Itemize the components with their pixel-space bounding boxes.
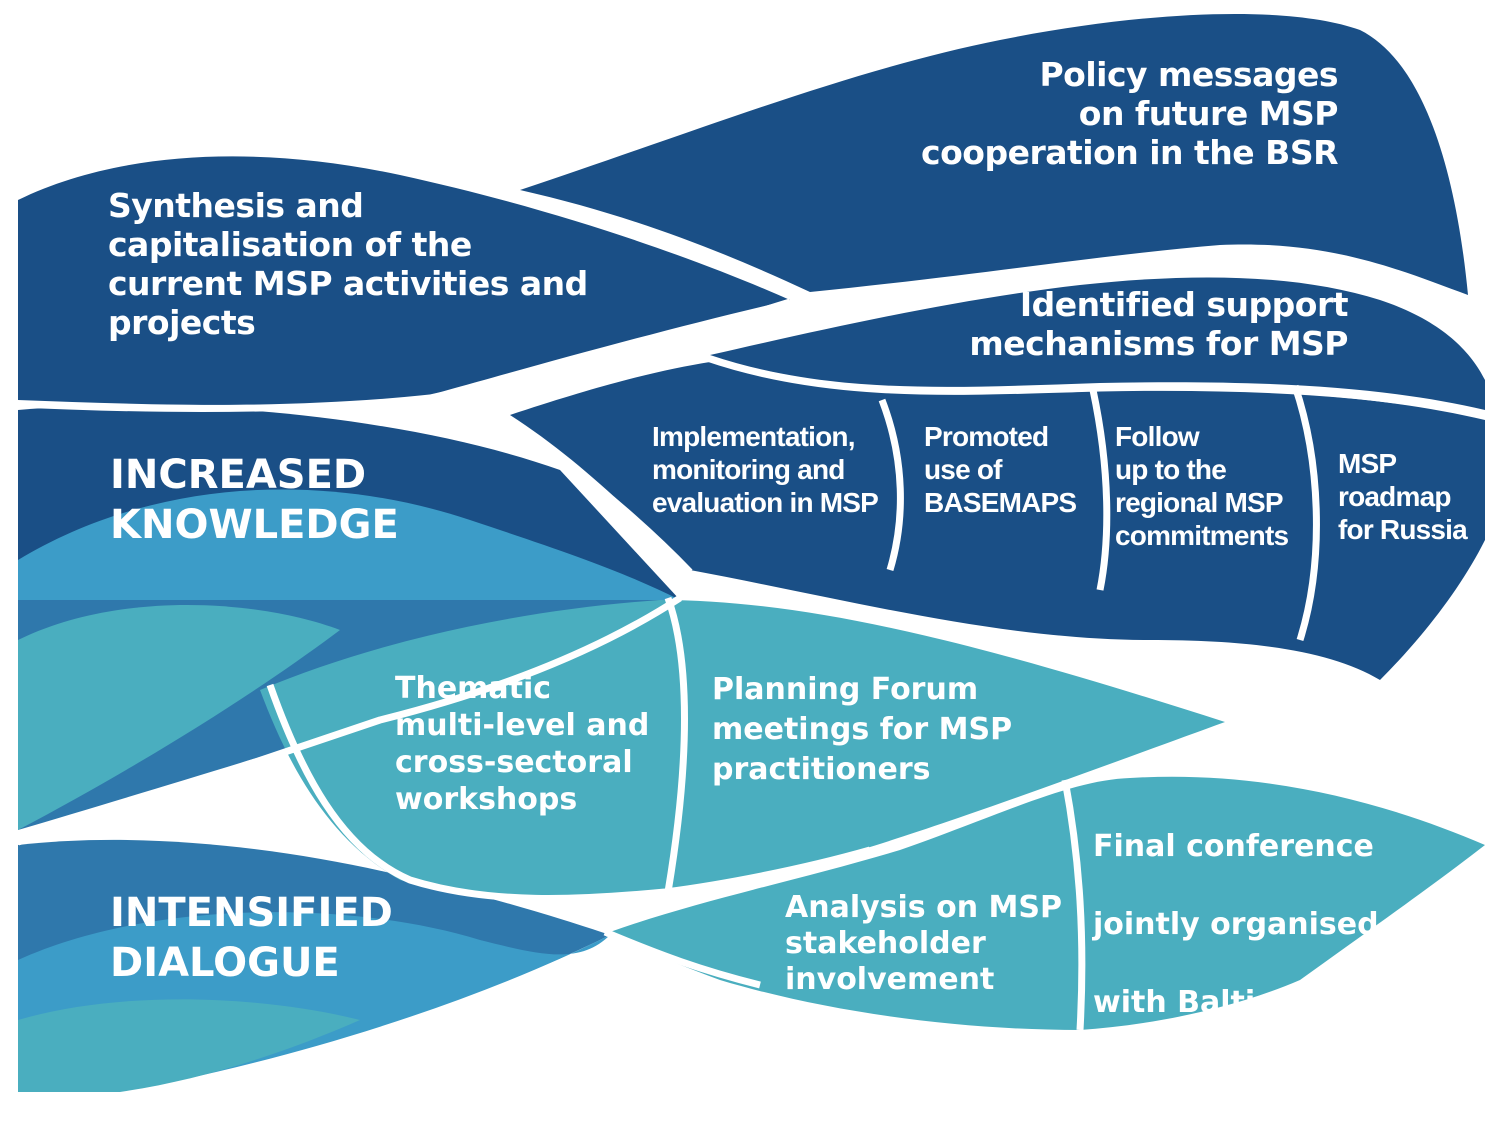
shape-knowledge-subitems — [510, 362, 1485, 680]
shape-synthesis — [18, 156, 790, 405]
label-support-mechanisms: Identified support mechanisms for MSP — [969, 285, 1348, 363]
label-roadmap-russia: MSP roadmap for Russia — [1338, 448, 1468, 545]
stripe-bottom-teal — [18, 999, 360, 1092]
final-conference-line1: Final conference — [1093, 829, 1374, 864]
shape-policy — [520, 13, 1468, 296]
shape-dialogue-lower — [610, 776, 1485, 1030]
label-planning-forum: Planning Forum meetings for MSP practiti… — [712, 672, 1013, 787]
msp-infographic: Synthesis and capitalisation of the curr… — [16, 13, 1485, 1092]
section-intensified-dialogue: INTENSIFIED DIALOGUE — [110, 890, 393, 986]
final-conference-line4: Forum in 2021 — [1093, 1063, 1337, 1098]
stripe-middle-light — [18, 605, 340, 830]
shape-support — [710, 277, 1485, 410]
final-conference-line2: jointly organised — [1093, 907, 1379, 942]
label-implementation: Implementation, monitoring and evaluatio… — [652, 421, 879, 518]
label-policy-messages: Policy messages on future MSP cooperatio… — [921, 55, 1338, 172]
separator-lines — [16, 298, 1485, 1031]
shape-dialogue-upper — [260, 600, 1225, 897]
label-final-conference: Final conference jointly organised with … — [1093, 788, 1410, 1139]
section-increased-knowledge: INCREASED KNOWLEDGE — [110, 452, 399, 548]
label-analysis-stakeholder: Analysis on MSP stakeholder involvement — [785, 890, 1062, 997]
label-follow-up: Follow up to the regional MSP commitment… — [1115, 421, 1289, 551]
wave-background — [16, 13, 1485, 1092]
label-synthesis: Synthesis and capitalisation of the curr… — [108, 186, 588, 342]
label-basemaps: Promoted use of BASEMAPS — [924, 421, 1077, 518]
final-conference-line3: with Baltic 4th MSP — [1093, 985, 1410, 1020]
label-thematic-workshops: Thematic multi-level and cross-sectoral … — [395, 671, 650, 817]
